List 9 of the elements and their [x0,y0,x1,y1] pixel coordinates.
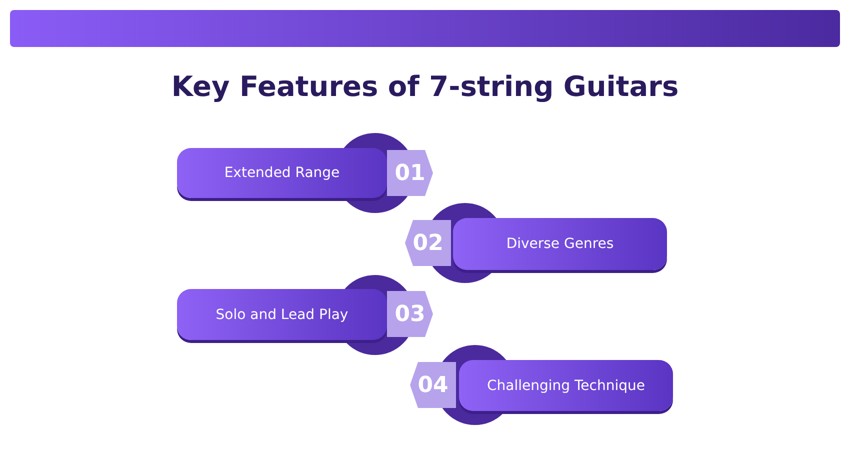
feature-card: Diverse Genres [453,218,667,270]
feature-card: Challenging Technique [459,360,673,411]
number-badge: 02 [405,220,451,266]
feature-card: Extended Range [177,148,387,198]
title: Key Features of 7-string Guitars [170,70,680,103]
number-badge: 03 [387,291,433,337]
feature-card: Solo and Lead Play [177,289,387,340]
number-badge: 01 [387,150,433,196]
number-badge: 04 [410,362,456,408]
